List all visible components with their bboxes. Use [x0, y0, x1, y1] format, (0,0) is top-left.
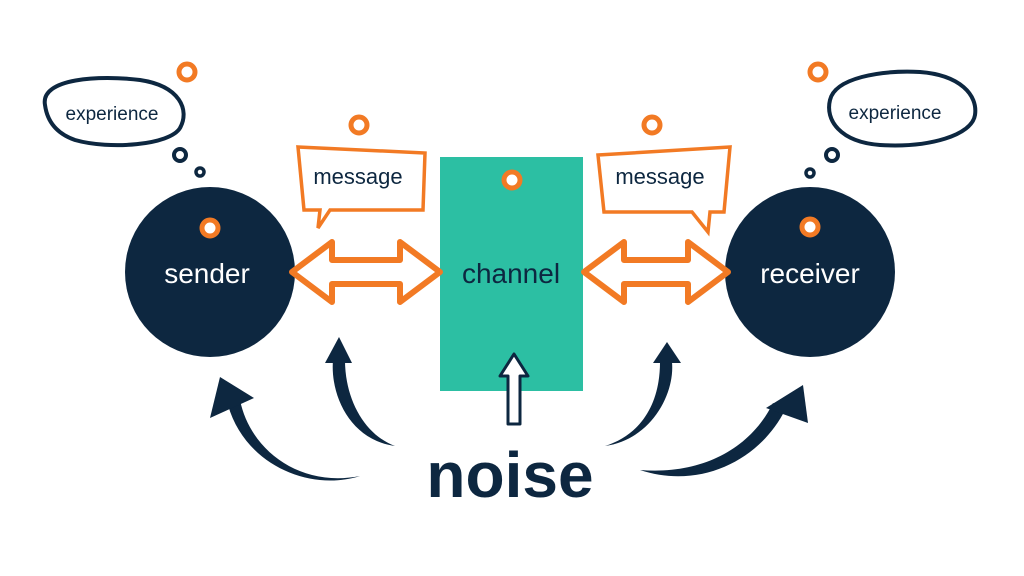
receiver-thought-bubble: experience [804, 69, 978, 179]
message-bubble-left: message [296, 145, 427, 229]
sender-label: sender [164, 258, 250, 289]
arrow-head [766, 385, 808, 423]
curved-arrow-message-left [332, 360, 395, 446]
noise-to-channel-arrow [498, 352, 530, 426]
double-arrow-left [289, 239, 443, 305]
message-bubble-right: message [596, 145, 732, 237]
channel-box [440, 157, 583, 391]
noise-arrows [210, 337, 808, 481]
sender-experience-label: experience [66, 104, 159, 125]
thought-dot [172, 147, 188, 163]
double-arrow-right [581, 239, 731, 305]
channel-label: channel [462, 258, 560, 289]
sender-node [125, 187, 295, 357]
marker-icon [200, 218, 220, 238]
sender-thought-bubble: experience [42, 76, 206, 178]
marker-icon [808, 62, 828, 82]
marker-icon [349, 115, 369, 135]
curved-arrow-message-right [605, 362, 673, 446]
receiver-node [725, 187, 895, 357]
noise-label: noise [426, 439, 593, 511]
thought-dot [804, 167, 816, 179]
curved-arrow-receiver [640, 403, 785, 477]
arrow-head [325, 337, 352, 363]
curved-arrow-sender [228, 400, 360, 481]
message-right-label: message [615, 164, 704, 189]
marker-icon [177, 62, 197, 82]
receiver-experience-label: experience [849, 103, 942, 124]
thought-dot [194, 166, 206, 178]
marker-icon [800, 217, 820, 237]
arrow-head [210, 377, 254, 418]
message-left-label: message [313, 164, 402, 189]
receiver-label: receiver [760, 258, 860, 289]
marker-icon [642, 115, 662, 135]
thought-dot [824, 147, 840, 163]
marker-icon [502, 170, 522, 190]
arrow-head [653, 342, 681, 363]
